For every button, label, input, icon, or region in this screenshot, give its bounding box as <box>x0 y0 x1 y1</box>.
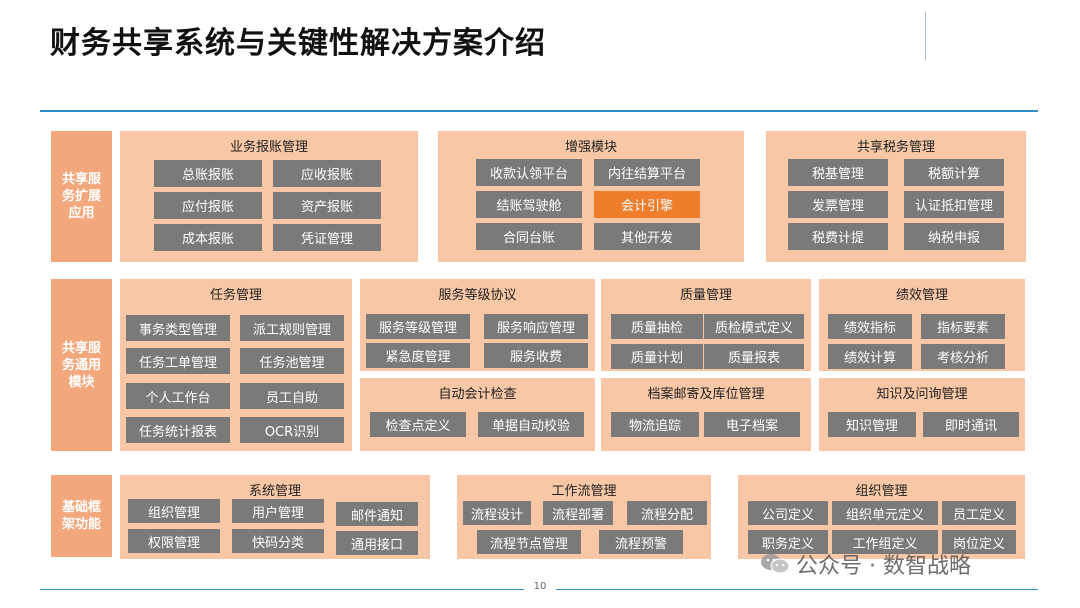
module-button[interactable]: 岗位定义 <box>942 530 1016 554</box>
panel-org-management: 组织管理 公司定义 组织单元定义 员工定义 职务定义 工作组定义 岗位定义 <box>738 475 1025 559</box>
module-button[interactable]: 紧急度管理 <box>366 343 470 368</box>
module-button[interactable]: 快码分类 <box>232 529 324 553</box>
panel-expense-management: 业务报账管理 总账报账 应收报账 应付报账 资产报账 成本报账 凭证管理 <box>120 131 418 262</box>
footer-rule-right <box>556 589 1038 590</box>
row-label-extension: 共享服务扩展应用 <box>51 131 112 262</box>
module-button[interactable]: 凭证管理 <box>273 224 381 251</box>
panel-title: 质量管理 <box>679 288 732 303</box>
panel-title: 自动会计检查 <box>438 387 517 402</box>
module-button[interactable]: 单据自动校验 <box>478 412 584 437</box>
module-button[interactable]: 流程部署 <box>543 501 613 525</box>
module-button[interactable]: 通用接口 <box>336 531 418 555</box>
module-button[interactable]: 邮件通知 <box>336 502 418 526</box>
module-button[interactable]: 工作组定义 <box>832 530 938 554</box>
watermark: 公众号 · 数智战略 <box>760 548 971 580</box>
panel-title: 服务等级协议 <box>438 288 517 303</box>
panel-sla: 服务等级协议 服务等级管理 服务响应管理 紧急度管理 服务收费 <box>360 279 595 371</box>
module-button[interactable]: 税费计提 <box>788 223 888 250</box>
module-button[interactable]: 公司定义 <box>748 501 828 525</box>
module-button[interactable]: 任务池管理 <box>240 348 344 374</box>
module-button[interactable]: 质检模式定义 <box>704 314 804 339</box>
module-button[interactable]: 流程分配 <box>627 501 707 525</box>
panel-task-management: 任务管理 事务类型管理 派工规则管理 任务工单管理 任务池管理 个人工作台 员工… <box>120 279 352 451</box>
module-button[interactable]: 绩效指标 <box>828 314 912 339</box>
panel-quality: 质量管理 质量抽检 质检模式定义 质量计划 质量报表 <box>601 279 811 371</box>
page-number: 10 <box>533 581 547 592</box>
module-button[interactable]: 应付报账 <box>154 192 262 219</box>
module-button[interactable]: 质量抽检 <box>611 314 703 339</box>
module-button[interactable]: 流程节点管理 <box>477 530 581 554</box>
panel-title: 系统管理 <box>248 484 301 499</box>
module-button[interactable]: 指标要素 <box>921 314 1005 339</box>
module-button[interactable]: 权限管理 <box>128 529 220 553</box>
module-button[interactable]: 事务类型管理 <box>126 315 230 341</box>
module-button[interactable]: 知识管理 <box>828 412 916 437</box>
module-button[interactable]: 其他开发 <box>594 223 700 250</box>
module-button[interactable]: 结账驾驶舱 <box>476 191 582 218</box>
module-button[interactable]: 质量报表 <box>704 344 804 369</box>
panel-enhance-modules: 增强模块 收款认领平台 内往结算平台 结账驾驶舱 会计引擎 合同台账 其他开发 <box>438 131 744 262</box>
module-button[interactable]: 职务定义 <box>748 530 828 554</box>
top-rule <box>40 110 1038 112</box>
module-button[interactable]: 合同台账 <box>476 223 582 250</box>
module-button[interactable]: 用户管理 <box>232 499 324 523</box>
module-button[interactable]: 质量计划 <box>611 344 703 369</box>
module-button[interactable]: 员工自助 <box>240 383 344 409</box>
module-button[interactable]: 税额计算 <box>904 159 1004 186</box>
panel-knowledge: 知识及问询管理 知识管理 即时通讯 <box>819 378 1025 451</box>
module-button[interactable]: 派工规则管理 <box>240 315 344 341</box>
module-button[interactable]: 认证抵扣管理 <box>904 191 1004 218</box>
panel-title: 组织管理 <box>855 484 908 499</box>
panel-archive: 档案邮寄及库位管理 物流追踪 电子档案 <box>601 378 811 451</box>
module-button[interactable]: 电子档案 <box>704 412 800 437</box>
module-button[interactable]: OCR识别 <box>240 417 344 443</box>
module-button[interactable]: 服务等级管理 <box>366 314 470 339</box>
page-title: 财务共享系统与关键性解决方案介绍 <box>50 26 546 61</box>
module-button[interactable]: 成本报账 <box>154 224 262 251</box>
header-divider <box>925 12 926 60</box>
module-button[interactable]: 资产报账 <box>273 192 381 219</box>
module-button[interactable]: 物流追踪 <box>611 412 699 437</box>
module-button[interactable]: 纳税申报 <box>904 223 1004 250</box>
module-button[interactable]: 检查点定义 <box>370 412 466 437</box>
panel-title: 任务管理 <box>209 288 262 303</box>
module-button[interactable]: 税基管理 <box>788 159 888 186</box>
module-button[interactable]: 总账报账 <box>154 160 262 187</box>
panel-auto-check: 自动会计检查 检查点定义 单据自动校验 <box>360 378 595 451</box>
module-button[interactable]: 考核分析 <box>921 344 1005 369</box>
module-button[interactable]: 发票管理 <box>788 191 888 218</box>
panel-title: 绩效管理 <box>895 288 948 303</box>
wechat-icon <box>760 553 790 575</box>
panel-performance: 绩效管理 绩效指标 指标要素 绩效计算 考核分析 <box>819 279 1025 371</box>
module-button[interactable]: 员工定义 <box>942 501 1016 525</box>
panel-title: 业务报账管理 <box>229 140 308 155</box>
panel-title: 共享税务管理 <box>856 140 935 155</box>
panel-system-management: 系统管理 组织管理 用户管理 邮件通知 权限管理 快码分类 通用接口 <box>120 475 430 559</box>
panel-title: 知识及问询管理 <box>876 387 968 402</box>
module-button[interactable]: 内往结算平台 <box>594 159 700 186</box>
row-label-foundation: 基础框架功能 <box>51 475 112 557</box>
module-button-highlight[interactable]: 会计引擎 <box>594 191 700 218</box>
module-button[interactable]: 收款认领平台 <box>476 159 582 186</box>
module-button[interactable]: 组织单元定义 <box>832 501 938 525</box>
module-button[interactable]: 服务响应管理 <box>484 314 588 339</box>
panel-title: 增强模块 <box>564 140 617 155</box>
panel-tax-management: 共享税务管理 税基管理 税额计算 发票管理 认证抵扣管理 税费计提 纳税申报 <box>766 131 1026 262</box>
module-button[interactable]: 即时通讯 <box>923 412 1019 437</box>
module-button[interactable]: 流程预警 <box>599 530 683 554</box>
row-label-common: 共享服务通用模块 <box>51 279 112 451</box>
footer-rule-left <box>40 589 524 590</box>
module-button[interactable]: 任务统计报表 <box>126 417 230 443</box>
panel-title: 工作流管理 <box>551 484 617 499</box>
module-button[interactable]: 服务收费 <box>484 343 588 368</box>
module-button[interactable]: 组织管理 <box>128 499 220 523</box>
module-button[interactable]: 应收报账 <box>273 160 381 187</box>
watermark-text: 公众号 · 数智战略 <box>796 554 971 579</box>
module-button[interactable]: 流程设计 <box>463 501 531 525</box>
panel-workflow: 工作流管理 流程设计 流程部署 流程分配 流程节点管理 流程预警 <box>457 475 711 559</box>
module-button[interactable]: 绩效计算 <box>828 344 912 369</box>
module-button[interactable]: 任务工单管理 <box>126 348 230 374</box>
panel-title: 档案邮寄及库位管理 <box>647 387 765 402</box>
module-button[interactable]: 个人工作台 <box>126 383 230 409</box>
